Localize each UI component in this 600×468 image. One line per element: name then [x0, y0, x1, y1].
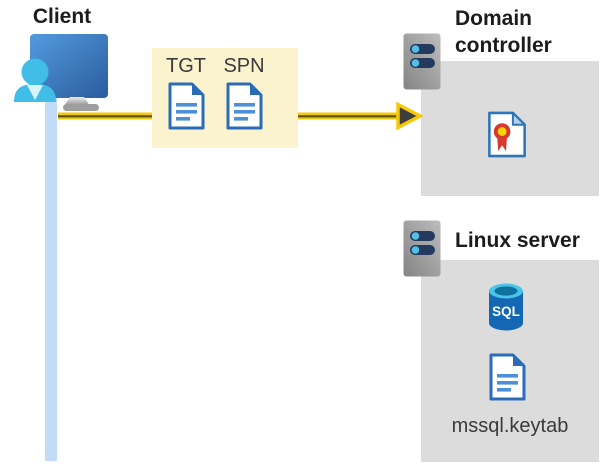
sql-database-icon: SQL: [489, 283, 523, 331]
spn-column: SPN: [216, 54, 272, 148]
ticket-box: TGT SPN: [152, 48, 298, 148]
domain-controller-server-icon: [403, 33, 441, 90]
keytab-document-icon: [489, 353, 526, 401]
client-title: Client: [32, 5, 92, 28]
tgt-column: TGT: [158, 54, 214, 148]
keytab-filename: mssql.keytab: [451, 415, 569, 437]
domain-controller-title: Domain controller: [455, 7, 552, 57]
client-workstation-icon: [14, 34, 108, 111]
certificate-icon: [488, 111, 526, 158]
linux-server-title: Linux server: [455, 229, 580, 252]
linux-server-icon: [403, 220, 441, 277]
spn-label: SPN: [223, 55, 265, 77]
spn-document-icon: [226, 82, 262, 130]
client-lifeline: [45, 96, 57, 461]
sql-database-label: SQL: [492, 304, 520, 319]
tgt-label: TGT: [166, 55, 206, 77]
tgt-document-icon: [168, 82, 204, 130]
